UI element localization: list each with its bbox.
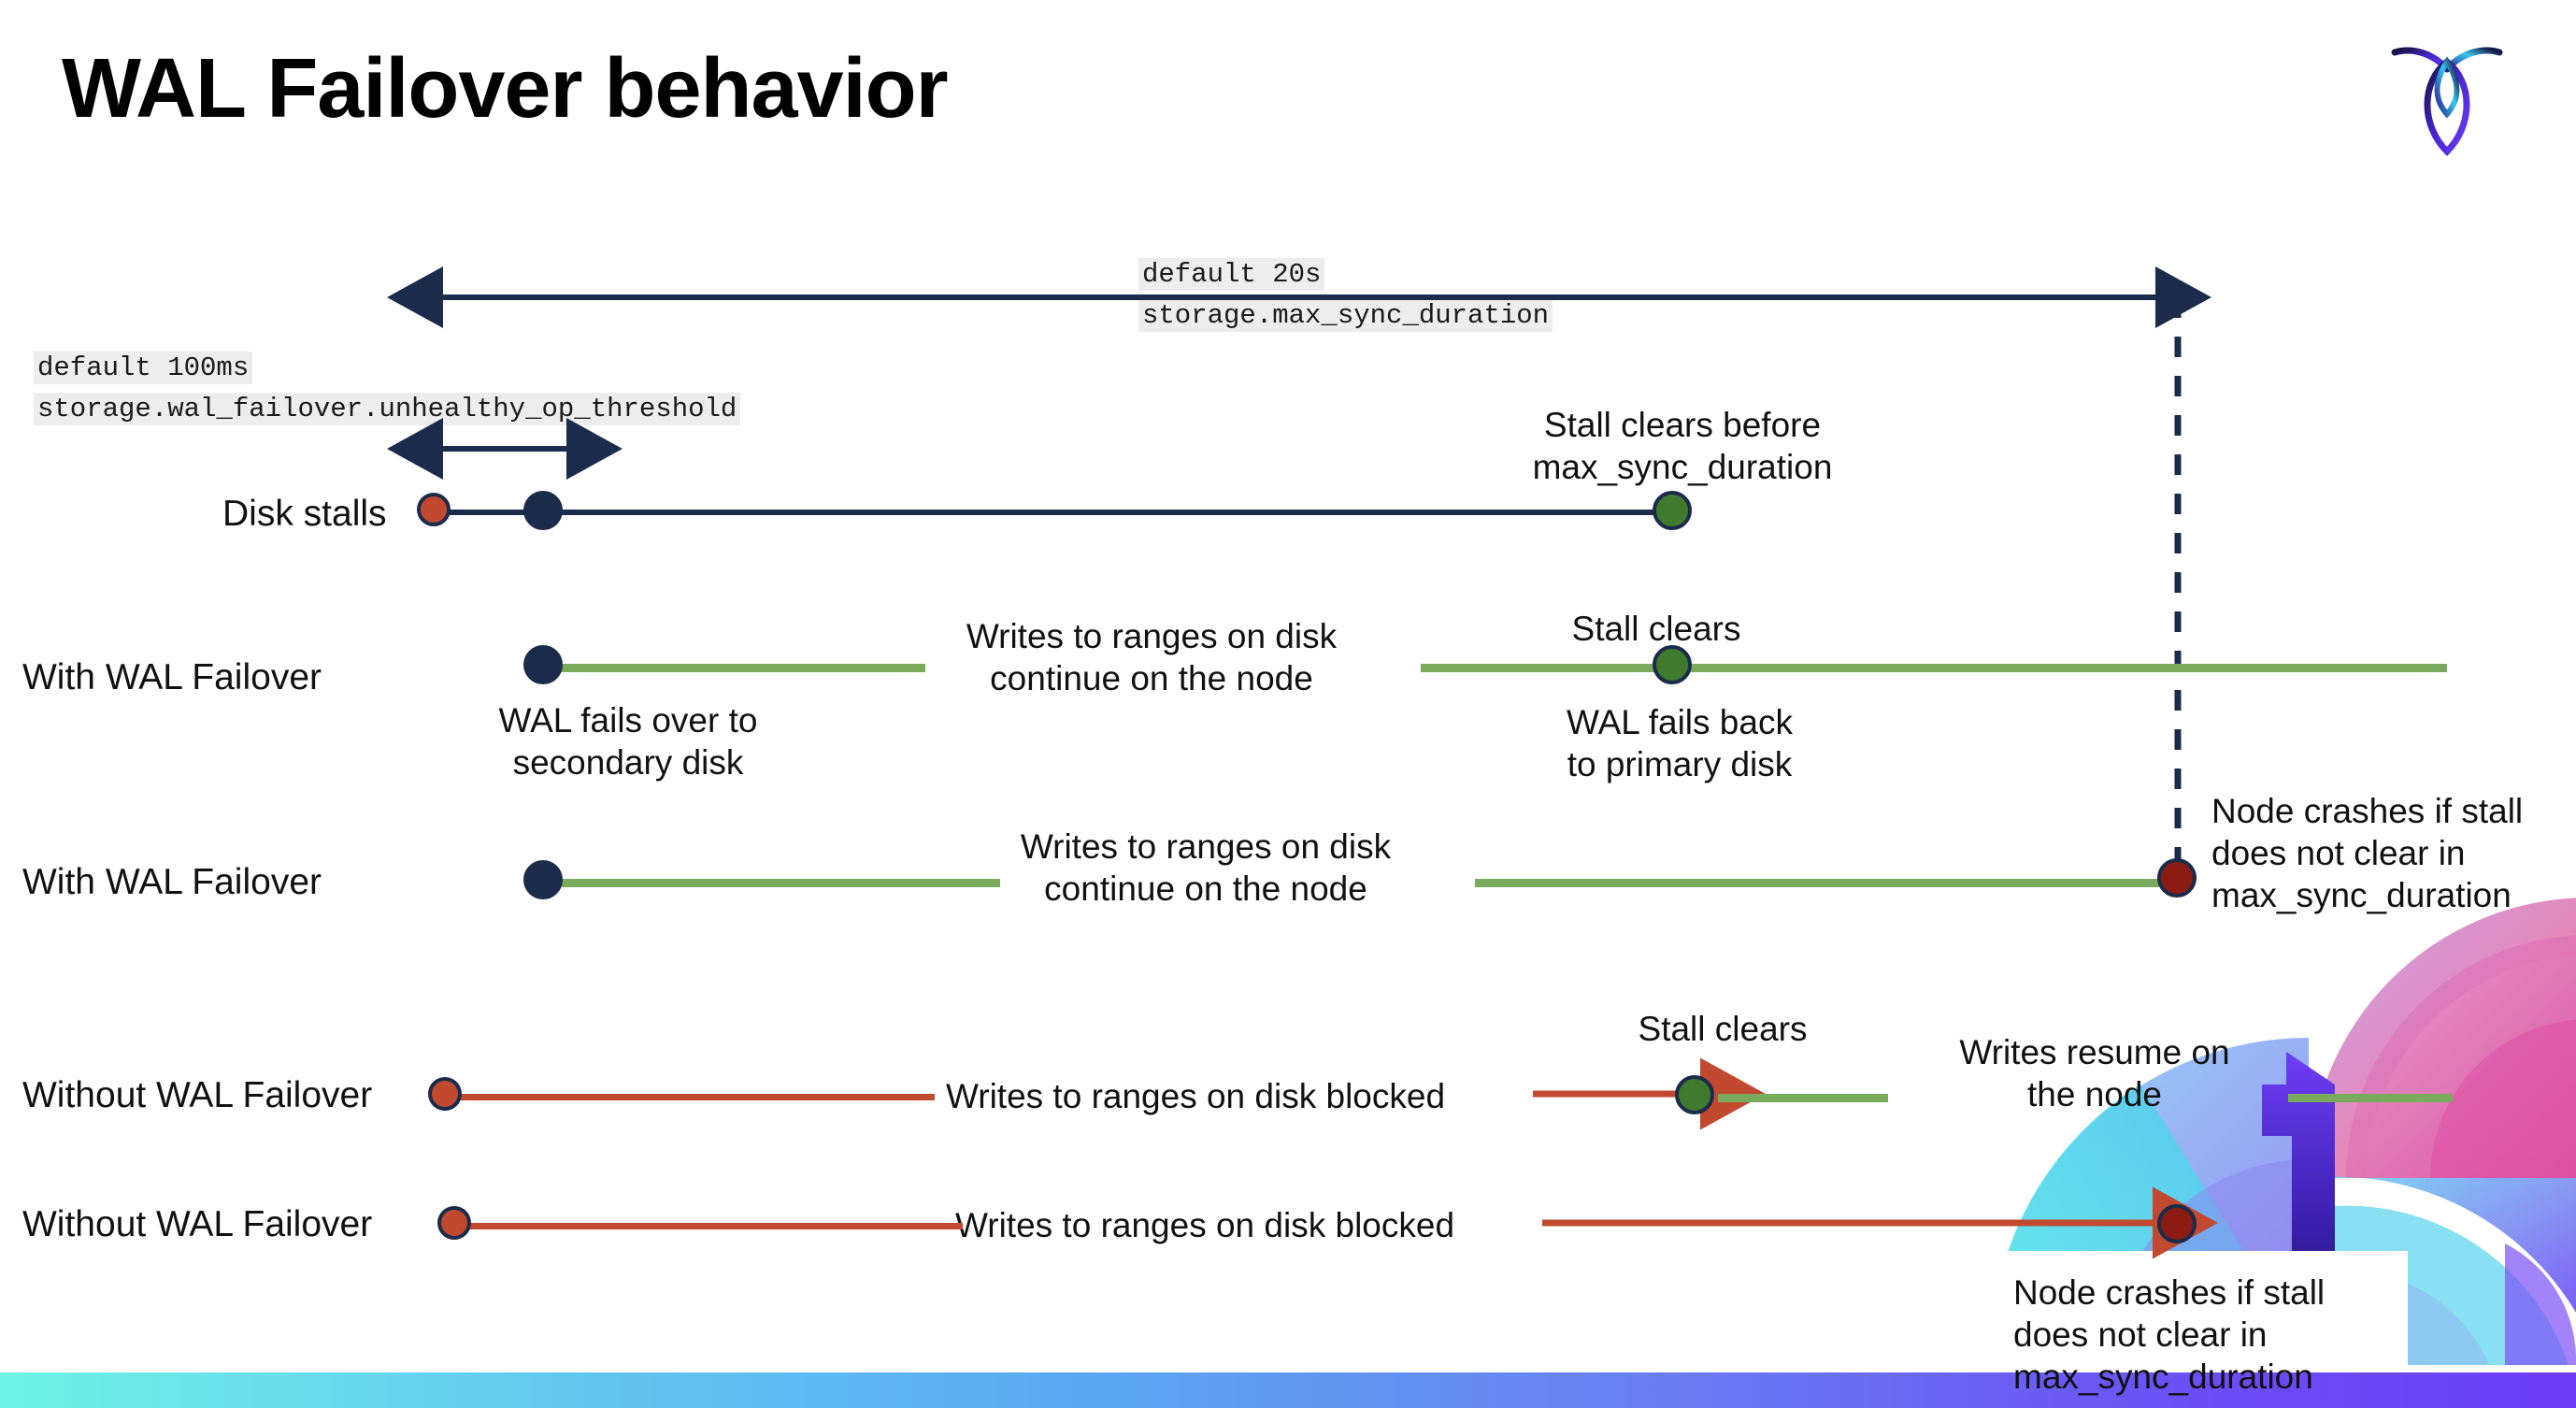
annotation-stall-clears-3: Stall clears: [1638, 1010, 1808, 1048]
unhealthy-op-default-text: default 100ms: [34, 352, 253, 384]
timeline-row4-resume-left: [1718, 1094, 1888, 1102]
cockroachdb-logo-icon: [2385, 28, 2509, 168]
annotation-writes-continue-2: Writes to ranges on disk continue on the…: [1020, 827, 1392, 909]
annotation-writes-continue-1: Writes to ranges on disk continue on the…: [966, 617, 1338, 698]
timeline-row3-left: [542, 879, 1000, 887]
annotation-stall-clears-2: Stall clears: [1571, 610, 1741, 648]
timeline-row4-resume-right: [2288, 1094, 2453, 1102]
annotation-stall-clears-before: Stall clears before max_sync_duration: [1532, 406, 1833, 487]
max-sync-duration-dropline: [2174, 297, 2182, 877]
marker-stall-clears-row2: [1653, 645, 1692, 684]
marker-node-crash-row5: [2157, 1204, 2197, 1243]
row-label-with-wal-failover-1: With WAL Failover: [22, 657, 322, 697]
annotation-wal-fails-over: WAL fails over to secondary disk: [498, 701, 758, 783]
marker-stall-start: [417, 493, 451, 526]
unhealthy-op-setting-name: storage.wal_failover.unhealthy_op_thresh…: [34, 393, 741, 425]
annotation-writes-blocked-1: Writes to ranges on disk blocked: [946, 1077, 1446, 1115]
page-title: WAL Failover behavior: [62, 42, 949, 136]
annotation-writes-blocked-2: Writes to ranges on disk blocked: [955, 1206, 1455, 1244]
timeline-row3-right: [1475, 879, 2178, 887]
unhealthy-op-threshold-label: default 100ms storage.wal_failover.unhea…: [34, 348, 741, 430]
bottom-gradient-band: [0, 1372, 2576, 1408]
max-sync-duration-arrow: [387, 266, 2211, 328]
marker-unhealthy-threshold: [523, 491, 563, 530]
unhealthy-op-threshold-arrow: [387, 418, 623, 480]
marker-stall-clears-row1: [1653, 491, 1692, 530]
marker-writes-blocked-row4: [428, 1077, 462, 1111]
row-label-without-wal-failover-2: Without WAL Failover: [22, 1204, 373, 1244]
marker-wal-failover-start-row3: [523, 860, 563, 899]
timeline-disk-stalls: [437, 510, 1673, 515]
timeline-row5-blocked-arrow: [1542, 1186, 2218, 1259]
row-label-disk-stalls: Disk stalls: [222, 494, 387, 534]
annotation-wal-fails-back: WAL fails back to primary disk: [1567, 703, 1793, 784]
annotation-node-crashes-1: Node crashes if stall does not clear in …: [2211, 792, 2524, 915]
timeline-row2-left: [542, 664, 925, 672]
marker-wal-failover-start-row2: [523, 645, 563, 684]
marker-stall-clears-row4: [1675, 1075, 1714, 1114]
timeline-row5-blocked-left: [460, 1223, 963, 1229]
row-label-without-wal-failover-1: Without WAL Failover: [22, 1075, 373, 1115]
marker-writes-blocked-row5: [437, 1206, 471, 1240]
annotation-writes-resume: Writes resume on the node: [1959, 1033, 2230, 1114]
timeline-row2-right: [1421, 664, 2447, 672]
annotation-node-crashes-2: Node crashes if stall does not clear in …: [2013, 1273, 2326, 1397]
timeline-row4-blocked-left: [449, 1094, 935, 1100]
marker-node-crash-row3: [2157, 858, 2197, 898]
row-label-with-wal-failover-2: With WAL Failover: [22, 862, 322, 902]
